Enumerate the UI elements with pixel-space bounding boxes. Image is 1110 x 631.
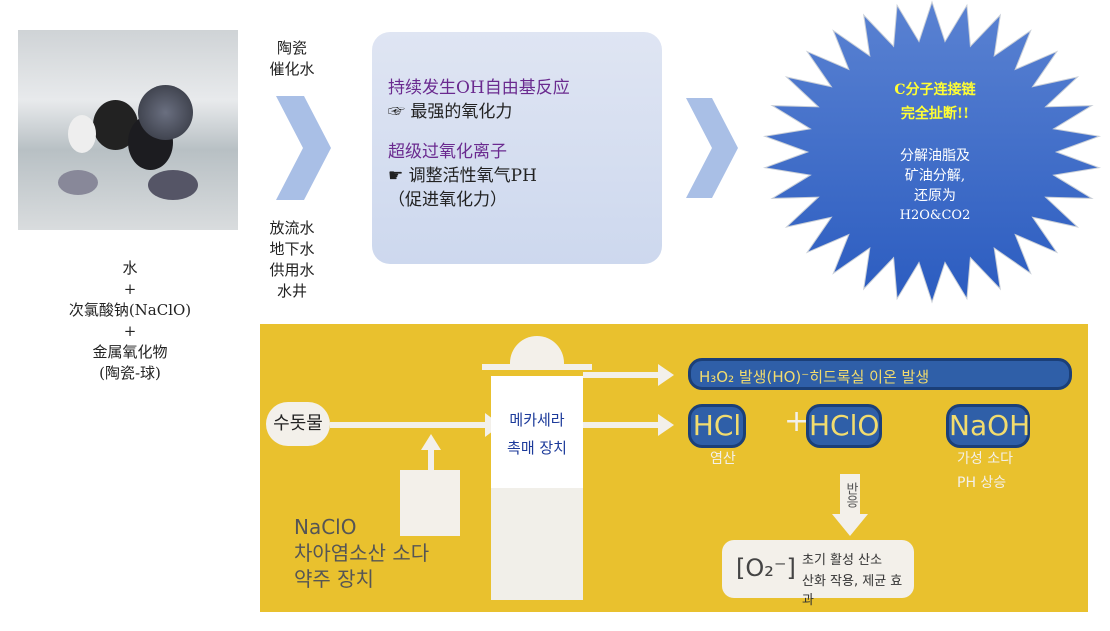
hcl-pill: HCl	[688, 404, 746, 448]
label-line: 水井	[276, 282, 307, 300]
caption-line: (陶瓷-球)	[99, 364, 161, 382]
arrow-line	[583, 372, 663, 378]
label-line: 供用水	[269, 261, 315, 279]
top-label: 陶瓷 催化水	[262, 38, 322, 80]
starburst-text: C分子连接链 完全扯断!! 分解油脂及 矿油分解, 还原为 H2O&CO2	[850, 78, 1020, 226]
reaction-label: 반응	[840, 474, 860, 516]
caption-line: 金属氧化物	[92, 343, 168, 361]
starburst-line: 矿油分解,	[904, 168, 966, 184]
naoh-subtitle: 가성 소다	[957, 451, 1013, 467]
o2-line: 초기 활성 산소	[802, 553, 883, 568]
source-tapwater: 수돗물	[266, 402, 330, 446]
plus-sign: +	[784, 404, 810, 439]
label-line: 地下水	[269, 240, 315, 258]
tank-box	[400, 470, 460, 536]
catalyst-device: 메카세라 촉매 장치	[491, 376, 583, 488]
reaction-box: 持续发生OH自由基反应 ☞ 最强的氧化力 超级过氧化离子 ☛ 调整活性氧气PH …	[372, 32, 662, 264]
device-label: 메카세라	[509, 411, 565, 429]
o2-line: 산화 작용, 제균 효과	[802, 574, 903, 608]
device-label: 촉매 장치	[507, 439, 567, 457]
chevron-right-icon	[276, 96, 331, 200]
device-base	[491, 488, 583, 600]
label-line: 陶瓷	[276, 39, 307, 57]
naclo-label: NaClO 차아염소산 소다 약주 장치	[294, 514, 429, 592]
arrow-down-icon	[832, 514, 868, 536]
starburst-highlight: 完全扯断!!	[900, 106, 970, 122]
chevron-right-icon	[686, 98, 738, 198]
naclo-text: NaClO	[294, 515, 357, 539]
naclo-text: 차아염소산 소다	[294, 541, 430, 565]
heading-oh: 持续发生OH自由基反应	[388, 78, 570, 98]
starburst-line: H2O&CO2	[899, 208, 971, 223]
caption-line: +	[123, 322, 137, 340]
hcl-subtitle: 염산	[710, 451, 736, 467]
line-oxidation: ☞ 最强的氧化力	[388, 102, 513, 122]
h2o2-banner: H₃O₂ 발생(HO)⁻히드록실 이온 발생	[688, 358, 1072, 390]
superoxide-box: [O₂⁻] 초기 활성 산소 산화 작용, 제균 효과	[722, 540, 914, 608]
line-promote: （促进氧化力）	[388, 190, 507, 210]
naoh-pill: NaOH	[946, 404, 1030, 448]
arrow-line	[428, 449, 434, 471]
arrow-up-icon	[421, 434, 441, 450]
korean-process-diagram: 수돗물 NaClO 차아염소산 소다 약주 장치 메카세라 촉매 장치 H₃O₂…	[260, 324, 1088, 612]
starburst-line: 还原为	[914, 188, 956, 204]
o2-formula: [O₂⁻]	[736, 554, 796, 582]
line-ph: ☛ 调整活性氧气PH	[388, 166, 537, 186]
caption-line: 次氯酸钠(NaClO)	[68, 301, 192, 319]
starburst-shape	[762, 0, 1102, 304]
caption-line: 水	[122, 259, 138, 277]
device-rim	[482, 364, 592, 370]
left-caption: 水 + 次氯酸钠(NaClO) + 金属氧化物 (陶瓷-球)	[40, 258, 220, 384]
arrow-line	[330, 422, 490, 428]
naoh-subtitle: PH 상승	[957, 475, 1007, 491]
heading-superoxide: 超级过氧化离子	[388, 142, 507, 162]
label-line: 放流水	[269, 219, 315, 237]
bottom-label: 放流水 地下水 供用水 水井	[262, 218, 322, 302]
device-dome	[510, 336, 564, 364]
naclo-text: 약주 장치	[294, 567, 374, 591]
hclo-pill: HClO	[806, 404, 882, 448]
caption-line: +	[123, 280, 137, 298]
starburst-line: 分解油脂及	[900, 148, 970, 164]
label-line: 催化水	[269, 60, 315, 78]
arrow-head-icon	[658, 364, 674, 386]
ceramic-balls-photo	[18, 30, 238, 230]
starburst-highlight: C分子连接链	[894, 82, 976, 98]
arrow-line	[583, 422, 663, 428]
arrow-head-icon	[658, 414, 674, 436]
